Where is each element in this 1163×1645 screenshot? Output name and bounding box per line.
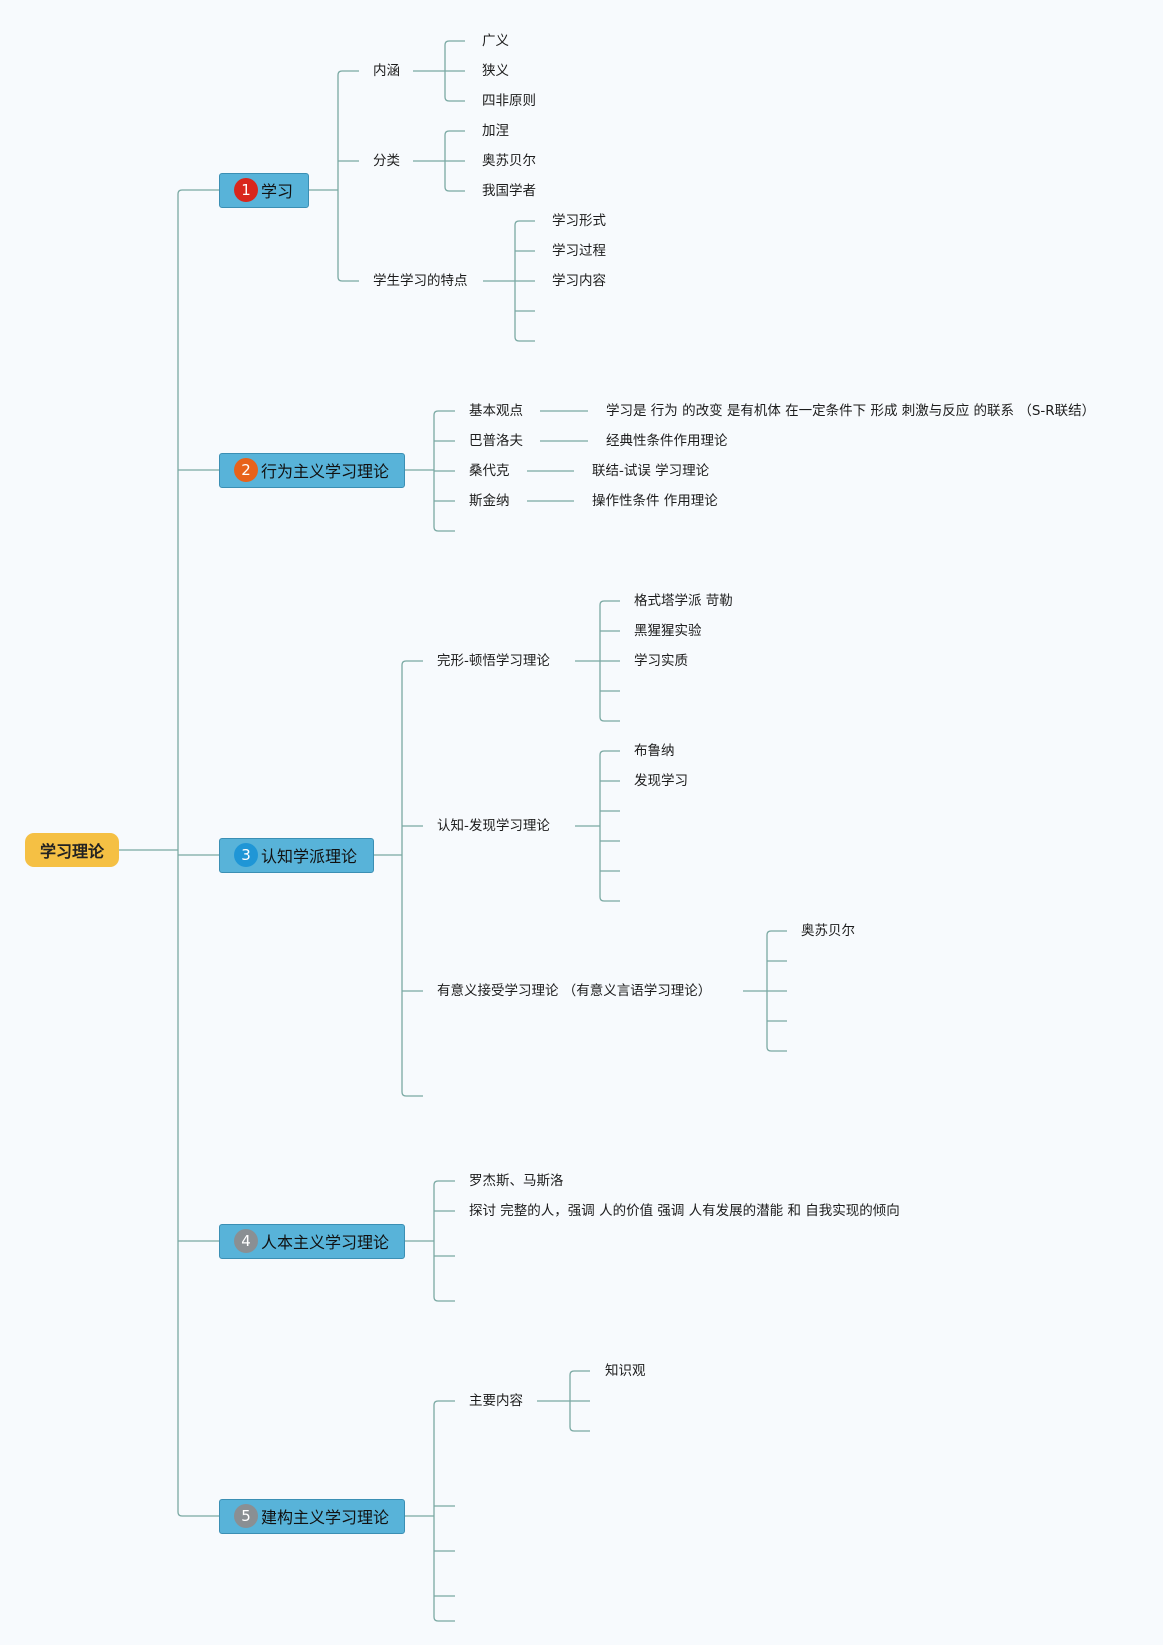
topic-1-branch-tick (337, 276, 359, 282)
leaf-node[interactable]: 我国学者 (482, 183, 536, 199)
topic-number-badge: 4 (234, 1229, 258, 1253)
subtopic-node[interactable]: 桑代克 (469, 463, 510, 479)
leaf-node[interactable]: 知识观 (605, 1363, 646, 1379)
subtopic-branch-tick (766, 1046, 787, 1052)
topic-5-branch-tick (433, 1616, 455, 1622)
subtopic-node[interactable]: 基本观点 (469, 403, 523, 419)
leaf-node[interactable]: 黑猩猩实验 (634, 623, 702, 639)
topic-3-branch-tick (401, 660, 423, 666)
root-node[interactable]: 学习理论 (25, 833, 119, 867)
leaf-node[interactable]: 操作性条件 作用理论 (592, 493, 718, 509)
subtopic-branch-tick (599, 896, 620, 902)
subtopic-branch-tick (444, 40, 465, 46)
topic-4-branch-tick (433, 1180, 455, 1186)
leaf-node[interactable]: 学习形式 (552, 213, 606, 229)
subtopic-node[interactable]: 探讨 完整的人，强调 人的价值 强调 人有发展的潜能 和 自我实现的倾向 (469, 1203, 900, 1219)
topic-number-badge: 3 (234, 843, 258, 867)
subtopic-node[interactable]: 巴普洛夫 (469, 433, 523, 449)
topic-5-branch-tick (433, 1400, 455, 1406)
subtopic-branch-tick (444, 130, 465, 136)
subtopic-branch-tick (599, 716, 620, 722)
leaf-node[interactable]: 经典性条件作用理论 (606, 433, 728, 449)
topic-2-branch-tick (433, 410, 455, 416)
leaf-node[interactable]: 加涅 (482, 123, 509, 139)
leaf-node[interactable]: 学习是 行为 的改变 是有机体 在一定条件下 形成 刺激与反应 的联系 （S-R… (606, 403, 1096, 419)
topic-label: 认知学派理论 (261, 847, 358, 866)
topic-number-badge: 5 (234, 1504, 258, 1528)
subtopic-node[interactable]: 主要内容 (469, 1393, 523, 1409)
leaf-node[interactable]: 学习过程 (552, 243, 606, 259)
subtopic-node[interactable]: 认知-发现学习理论 (437, 818, 550, 834)
subtopic-node[interactable]: 学生学习的特点 (373, 273, 468, 289)
subtopic-branch-tick (599, 600, 620, 606)
subtopic-branch-tick (444, 96, 465, 102)
topic-3-branch-tick (401, 1091, 423, 1097)
subtopic-node[interactable]: 内涵 (373, 63, 400, 79)
subtopic-node[interactable]: 罗杰斯、马斯洛 (469, 1173, 564, 1189)
topic-1-branch-tick (337, 70, 359, 76)
topic-2-branch-tick (433, 526, 455, 532)
leaf-node[interactable]: 联结-试误 学习理论 (592, 463, 710, 479)
topic-number-badge: 1 (234, 178, 258, 202)
leaf-node[interactable]: 奥苏贝尔 (801, 923, 855, 939)
subtopic-branch-tick (444, 186, 465, 192)
subtopic-branch-tick (766, 930, 787, 936)
subtopic-node[interactable]: 完形-顿悟学习理论 (437, 653, 550, 669)
subtopic-branch-tick (569, 1426, 590, 1432)
leaf-node[interactable]: 布鲁纳 (634, 743, 675, 759)
subtopic-branch-tick (599, 750, 620, 756)
leaf-node[interactable]: 四非原则 (482, 93, 536, 109)
subtopic-branch-tick (514, 336, 535, 342)
subtopic-node[interactable]: 有意义接受学习理论 （有意义言语学习理论） (437, 983, 712, 999)
root-trunk-tick (177, 189, 219, 195)
leaf-node[interactable]: 发现学习 (634, 773, 688, 789)
topic-label: 学习 (261, 182, 294, 201)
subtopic-node[interactable]: 斯金纳 (469, 493, 510, 509)
subtopic-node[interactable]: 分类 (373, 153, 400, 169)
subtopic-branch-tick (514, 220, 535, 226)
leaf-node[interactable]: 格式塔学派 苛勒 (634, 593, 733, 609)
root-trunk-tick (177, 1511, 219, 1517)
topic-label: 人本主义学习理论 (261, 1233, 390, 1252)
topic-label: 行为主义学习理论 (261, 462, 390, 481)
subtopic-branch-tick (569, 1370, 590, 1376)
leaf-node[interactable]: 学习内容 (552, 273, 606, 289)
leaf-node[interactable]: 广义 (482, 33, 509, 49)
leaf-node[interactable]: 狭义 (482, 63, 509, 79)
topic-label: 建构主义学习理论 (261, 1508, 390, 1527)
leaf-node[interactable]: 奥苏贝尔 (482, 153, 536, 169)
topic-number-badge: 2 (234, 458, 258, 482)
leaf-node[interactable]: 学习实质 (634, 653, 688, 669)
topic-4-branch-tick (433, 1296, 455, 1302)
